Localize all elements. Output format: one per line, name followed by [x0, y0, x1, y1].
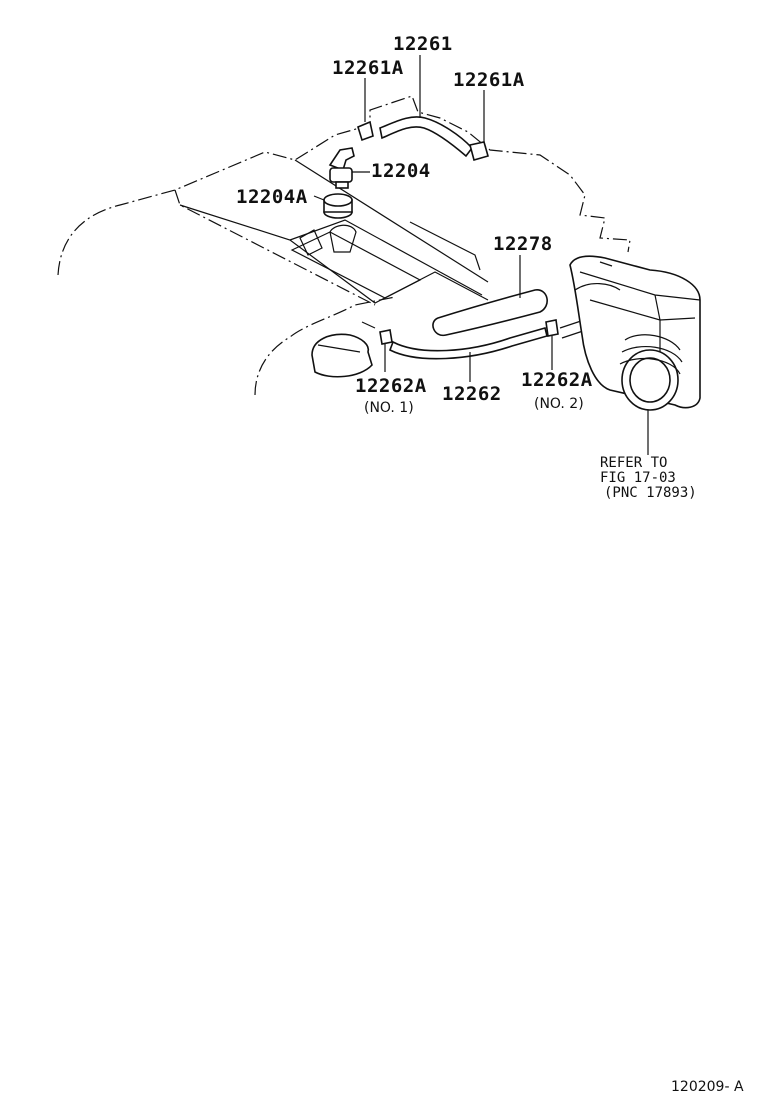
label-12262A-no1-sub: (NO. 1)	[364, 400, 414, 416]
label-12262A-no2-sub: (NO. 2)	[534, 396, 584, 412]
label-12204A: 12204A	[236, 186, 308, 208]
label-12262A-no1: 12262A	[355, 375, 427, 397]
clamp-12262A-no1	[361, 321, 393, 372]
engine-outline	[57, 95, 631, 396]
refer-note-line3: (PNC 17893)	[604, 485, 697, 501]
label-12278: 12278	[493, 233, 553, 255]
clamp-12261A-right	[469, 90, 489, 161]
grommet	[313, 193, 353, 219]
diagram-id: 120209- A	[671, 1079, 744, 1095]
refer-note-line1: REFER TO	[600, 455, 667, 471]
hose-12261	[379, 55, 474, 158]
label-12261A-right: 12261A	[453, 69, 525, 91]
refer-note-line2: FIG 17-03	[600, 470, 676, 486]
label-12262: 12262	[442, 383, 502, 405]
label-12204: 12204	[371, 160, 431, 182]
label-12261A-left: 12261A	[332, 57, 404, 79]
label-12262A-no2: 12262A	[521, 369, 593, 391]
air-cleaner	[559, 255, 701, 455]
head-cover	[179, 159, 489, 304]
label-12261: 12261	[393, 33, 453, 55]
clamp-12262A-no2	[545, 319, 559, 370]
pcv-valve	[328, 147, 370, 189]
clamp-12261A-left	[357, 78, 374, 142]
hose-12262	[388, 327, 548, 382]
oil-filler-cap	[311, 333, 373, 378]
hose-12278	[432, 255, 548, 337]
